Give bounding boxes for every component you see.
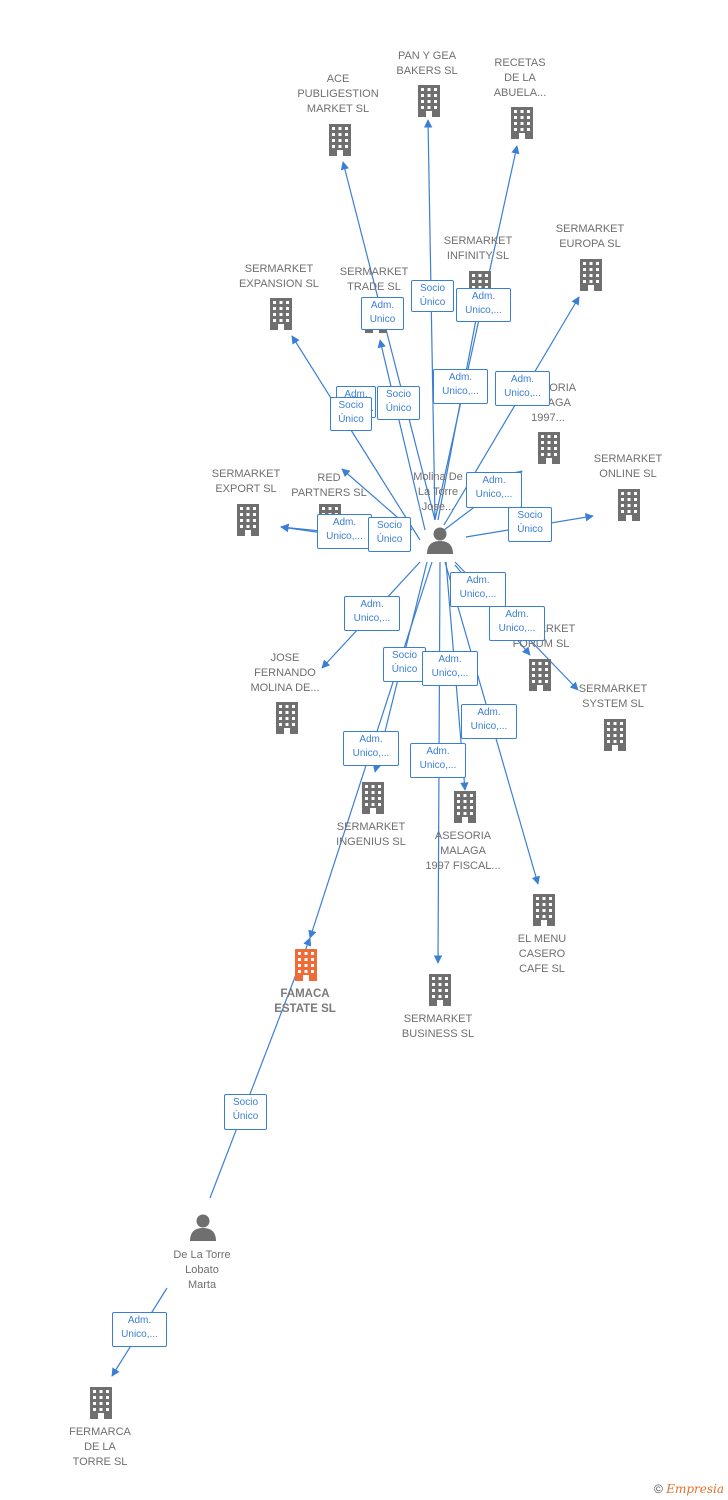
edge-molina-to-recetas <box>434 145 520 521</box>
copyright-symbol: © <box>654 1482 663 1496</box>
footer-brand: © Empresia <box>654 1482 724 1496</box>
edge-label-molina-to-menu[interactable]: Adm. Unico,... <box>461 704 517 739</box>
edge-label-molina-to-business[interactable]: Adm. Unico,... <box>410 743 466 778</box>
edge-label-molina-to-asesoria2[interactable]: Adm. Unico,... <box>422 651 478 686</box>
building-icon[interactable] <box>529 659 551 691</box>
edge-label-molina-to-export[interactable]: Adm. Unico,... <box>317 514 372 549</box>
edge-label-molina-to-ace[interactable]: Adm. Unico <box>361 297 404 330</box>
edge-label-molina-to-asesoria1[interactable]: Adm. Unico,... <box>466 472 522 508</box>
building-icon[interactable] <box>237 504 259 536</box>
node-label-business[interactable]: SERMARKET BUSINESS SL <box>401 1013 475 1040</box>
person-icon[interactable] <box>427 527 453 555</box>
edge-label-molina-to-jose[interactable]: Adm. Unico,... <box>344 596 400 631</box>
edge-label-molina-to-famaca[interactable]: Adm. Unico,... <box>343 731 399 766</box>
node-label-molina[interactable]: Molina De La Torre Jose... <box>413 471 463 513</box>
edge-molina-to-ace <box>340 161 436 521</box>
edge-label-molina-to-europa[interactable]: Adm. Unico,... <box>495 371 550 406</box>
person-icon[interactable] <box>190 1214 216 1242</box>
edge-label-molina-to-infinity[interactable]: Adm. Unico,... <box>433 369 488 404</box>
edge-label-delatorre-to-famaca[interactable]: Socio Único <box>224 1094 267 1130</box>
edge-label-molina-to-red[interactable]: Socio Único <box>330 397 372 431</box>
node-label-online[interactable]: SERMARKET ONLINE SL <box>593 453 663 480</box>
node-label-system[interactable]: SERMARKET SYSTEM SL <box>578 683 648 710</box>
building-icon[interactable] <box>329 124 351 156</box>
edge-molina-to-infinity <box>437 308 481 521</box>
node-label-trade[interactable]: SERMARKET TRADE SL <box>339 266 409 293</box>
node-label-infinity[interactable]: SERMARKET INFINITY SL <box>443 235 513 262</box>
edge-label-molina-to-recetas[interactable]: Adm. Unico,... <box>456 288 511 322</box>
building-icon[interactable] <box>270 298 292 330</box>
edge-label-delatorre-to-fermarca[interactable]: Adm. Unico,... <box>112 1312 167 1347</box>
node-label-famaca[interactable]: FAMACA ESTATE SL <box>274 988 336 1015</box>
building-icon[interactable] <box>580 259 602 291</box>
edge-label-molina-to-pangea[interactable]: Socio Único <box>411 280 454 312</box>
node-label-ace[interactable]: ACE PUBLIGESTION MARKET SL <box>297 73 379 115</box>
building-icon[interactable] <box>276 702 298 734</box>
node-label-ingenius[interactable]: SERMARKET INGENIUS SL <box>336 821 406 848</box>
node-label-asesoria2[interactable]: ASESORIA MALAGA 1997 FISCAL... <box>425 830 501 872</box>
edge-molina-to-expansion <box>291 335 421 541</box>
edge-molina-to-pangea <box>423 119 436 521</box>
building-icon[interactable] <box>362 782 384 814</box>
node-label-export[interactable]: SERMARKET EXPORT SL <box>211 468 281 495</box>
edge-label-molina-to-trade[interactable]: Socio Único <box>377 386 420 420</box>
building-icon[interactable] <box>511 107 533 139</box>
building-icon[interactable] <box>90 1387 112 1419</box>
node-label-jose[interactable]: JOSE FERNANDO MOLINA DE... <box>250 652 320 694</box>
edge-label-molina-to-export[interactable]: Socio Único <box>368 517 411 552</box>
edge-label-molina-to-system[interactable]: Adm. Unico,... <box>489 606 545 641</box>
building-icon[interactable] <box>538 432 560 464</box>
building-icon[interactable] <box>604 719 626 751</box>
edge-label-molina-to-forum[interactable]: Adm. Unico,... <box>450 572 506 607</box>
building-icon[interactable] <box>618 489 640 521</box>
building-icon[interactable] <box>429 974 451 1006</box>
node-label-fermarca[interactable]: FERMARCA DE LA TORRE SL <box>69 1426 131 1468</box>
node-label-red[interactable]: RED PARTNERS SL <box>291 472 367 499</box>
node-label-delatorre[interactable]: De La Torre Lobato Marta <box>173 1249 231 1291</box>
node-label-menu[interactable]: EL MENU CASERO CAFE SL <box>517 933 567 975</box>
building-icon[interactable] <box>418 85 440 117</box>
edge-delatorre-to-famaca <box>209 937 312 1199</box>
brand-logo-text[interactable]: Empresia <box>666 1482 724 1496</box>
edge-molina-to-trade <box>377 339 426 531</box>
node-label-europa[interactable]: SERMARKET EUROPA SL <box>555 223 625 250</box>
focus-building-icon[interactable] <box>295 949 317 981</box>
node-label-recetas[interactable]: RECETAS DE LA ABUELA... <box>493 57 547 99</box>
node-label-pangea[interactable]: PAN Y GEA BAKERS SL <box>396 50 458 77</box>
node-label-expansion[interactable]: SERMARKET EXPANSION SL <box>239 263 319 290</box>
edge-label-molina-to-online[interactable]: Socio Único <box>508 507 552 542</box>
building-icon[interactable] <box>454 791 476 823</box>
edge-label-molina-to-ingenius[interactable]: Socio Único <box>383 647 426 682</box>
building-icon[interactable] <box>533 894 555 926</box>
